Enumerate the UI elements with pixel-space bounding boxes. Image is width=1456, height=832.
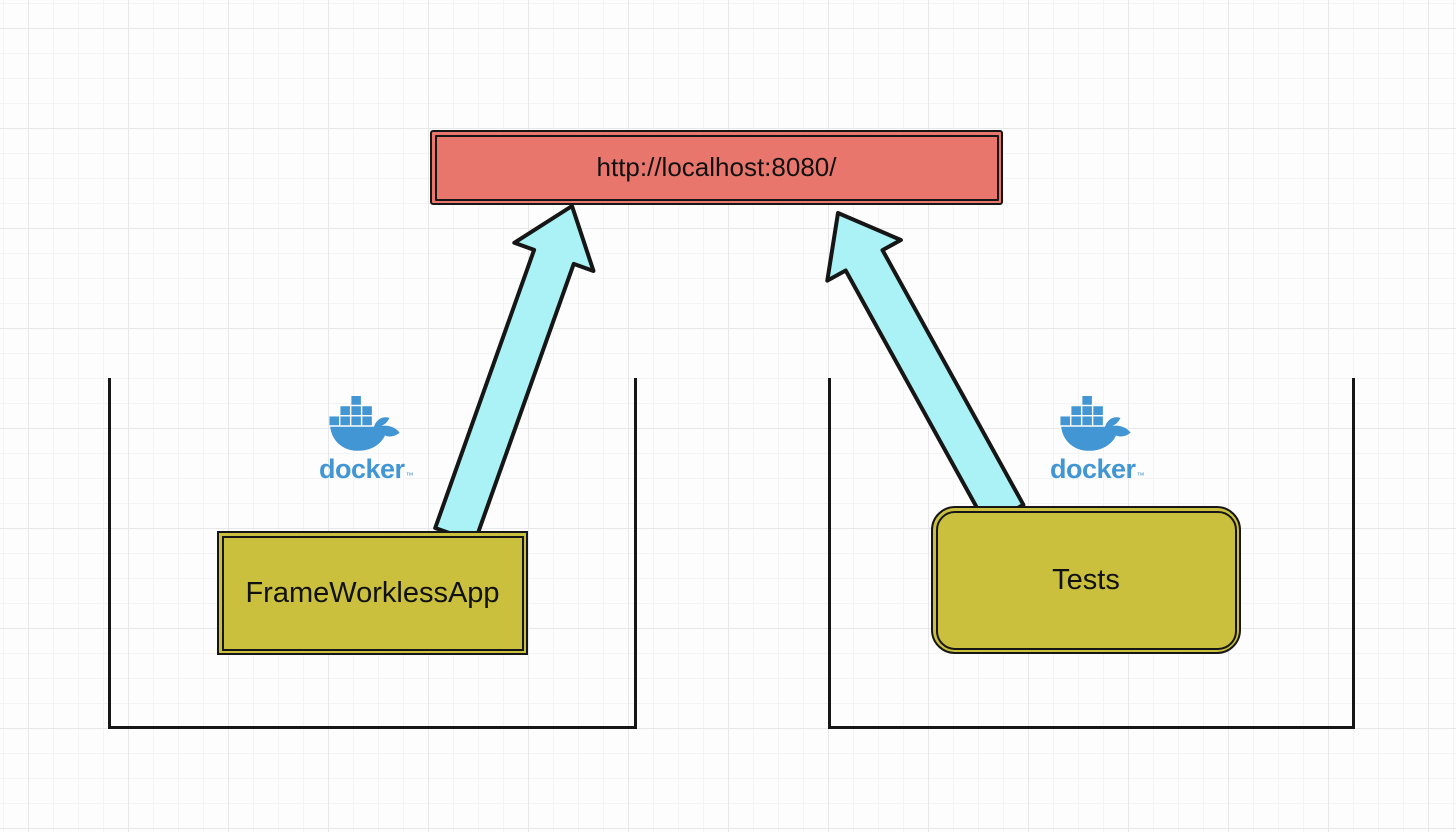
frameworklessapp-node-label: FrameWorklessApp	[245, 576, 500, 609]
url-node[interactable]: http://localhost:8080/	[430, 130, 1003, 205]
docker-wordmark-text: docker	[318, 454, 405, 484]
docker-wordmark: docker™	[318, 454, 414, 484]
trademark-symbol: ™	[405, 471, 414, 480]
trademark-symbol: ™	[1136, 471, 1145, 480]
tests-node[interactable]: Tests	[931, 506, 1241, 654]
arrow-app-to-url[interactable]	[433, 204, 596, 544]
docker-wordmark-text: docker	[1049, 454, 1136, 484]
docker-logo-right: docker™	[1045, 396, 1149, 483]
arrow-tests-to-url[interactable]	[825, 211, 1026, 528]
docker-whale-icon	[1060, 396, 1131, 451]
frameworklessapp-node[interactable]: FrameWorklessApp	[217, 531, 528, 655]
container-box-right[interactable]	[828, 378, 1355, 729]
container-box-left[interactable]	[108, 378, 637, 729]
tests-node-label: Tests	[1052, 563, 1120, 596]
url-node-label: http://localhost:8080/	[596, 152, 837, 182]
docker-logo-left: docker™	[314, 396, 418, 483]
docker-whale-icon	[329, 396, 400, 451]
docker-wordmark: docker™	[1049, 454, 1145, 484]
